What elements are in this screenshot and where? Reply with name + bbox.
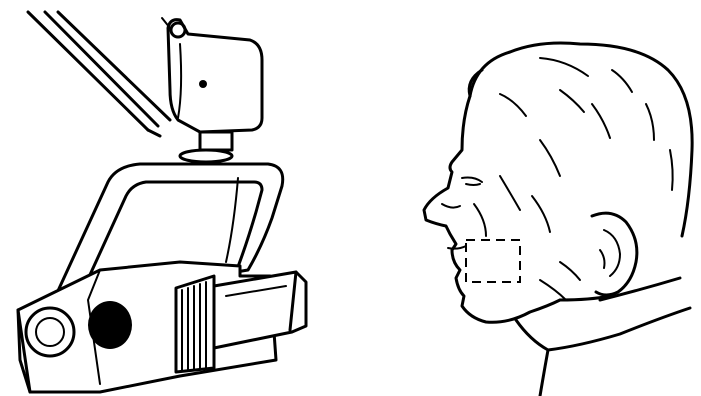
tube-window-icon — [88, 301, 132, 349]
swivel-neck — [178, 130, 234, 164]
support-arm — [26, 10, 172, 138]
joint-housing — [161, 17, 264, 134]
target-region-marker — [465, 239, 521, 283]
pivot-knob-icon — [24, 306, 76, 358]
hair — [467, 41, 694, 238]
xray-machine — [16, 10, 308, 394]
face — [422, 94, 562, 324]
neck-and-collar — [514, 261, 692, 396]
ear — [590, 211, 639, 297]
patient-profile — [422, 41, 694, 396]
collimator — [174, 270, 308, 374]
